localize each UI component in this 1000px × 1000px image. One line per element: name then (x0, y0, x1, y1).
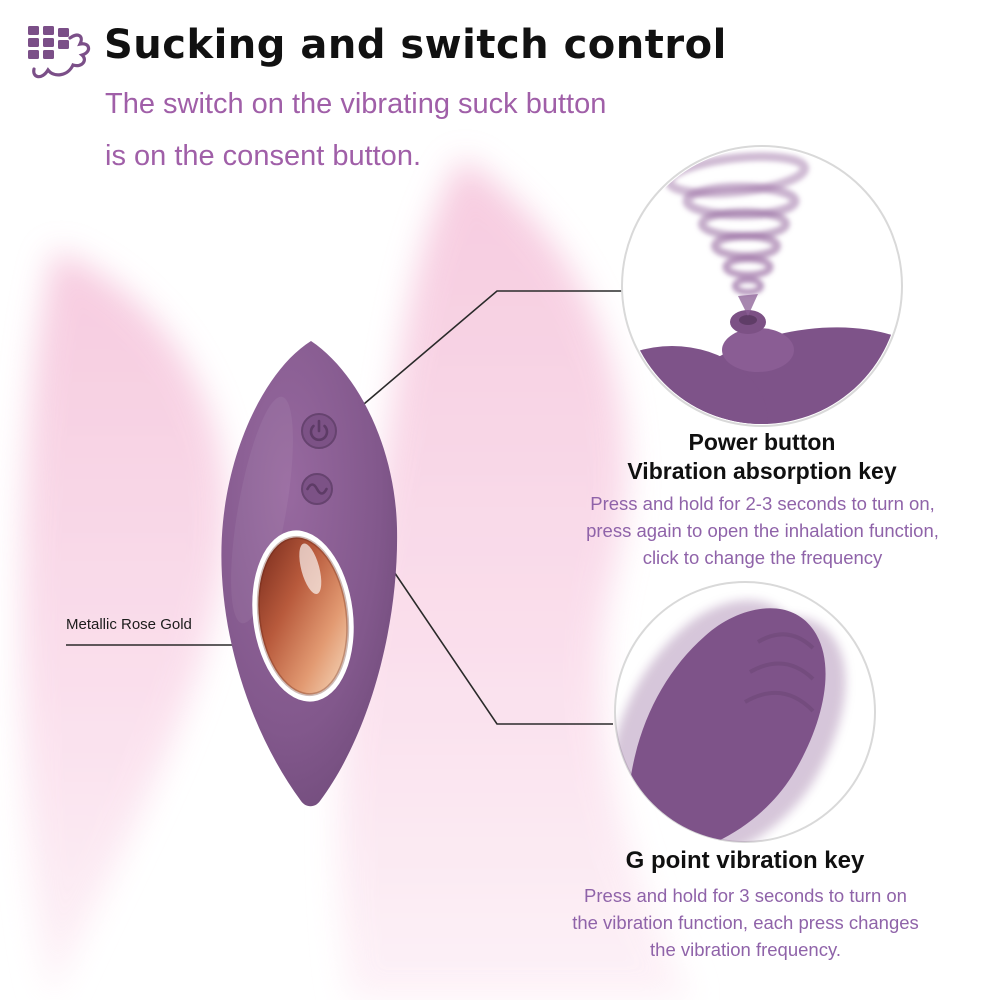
power-desc-line-3: click to change the frequency (642, 547, 883, 568)
power-desc-line-2: press again to open the inhalation funct… (586, 520, 939, 541)
device-illustration (221, 341, 398, 807)
insert-highlight (299, 543, 322, 594)
subtitle-line-1: The switch on the vibrating suck button (105, 88, 607, 120)
gpoint-desc-line-2: the vibration function, each press chang… (572, 912, 919, 933)
connector-line-power (337, 290, 622, 427)
material-label: Metallic Rose Gold (66, 616, 192, 633)
gpoint-arm (627, 608, 826, 842)
gpoint-desc-line-1: Press and hold for 3 seconds to turn on (584, 885, 907, 906)
suction-swirl (664, 152, 810, 295)
power-title-line-2: Vibration absorption key (627, 458, 897, 484)
wave-icon (306, 483, 328, 495)
rose-gold-insert (252, 530, 354, 702)
gpoint-callout-description: Press and hold for 3 seconds to turn on … (528, 882, 963, 963)
device-sheen (231, 396, 293, 624)
power-icon (309, 419, 329, 442)
gpoint-callout-circle (614, 581, 876, 843)
body-silhouette (21, 158, 692, 1000)
power-callout-title: Power button Vibration absorption key (562, 428, 962, 486)
power-title-line-1: Power button (688, 429, 836, 455)
subtitle-line-2: is on the consent button. (105, 140, 421, 172)
arm-ridges (743, 632, 815, 713)
gpoint-callout-title: G point vibration key (625, 847, 865, 874)
gpoint-desc-line-3: the vibration frequency. (650, 939, 841, 960)
power-callout-description: Press and hold for 2-3 seconds to turn o… (540, 490, 985, 571)
device-power-button (301, 413, 337, 449)
page-title: Sucking and switch control (104, 22, 727, 68)
device-vibration-button (301, 473, 333, 505)
keypad-hand-icon (28, 26, 91, 79)
power-desc-line-1: Press and hold for 2-3 seconds to turn o… (590, 493, 935, 514)
